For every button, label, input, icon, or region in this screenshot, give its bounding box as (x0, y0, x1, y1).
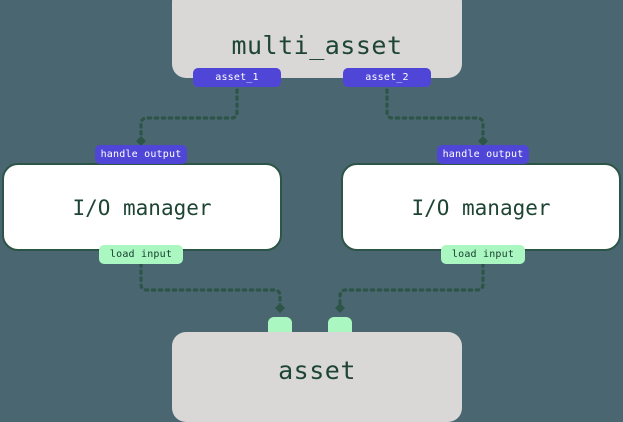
node-io-manager-left[interactable]: I/O manager (2, 163, 282, 251)
node-multi-asset[interactable]: multi_asset (172, 0, 462, 78)
edge-right-iom-to-asset-port2 (335, 262, 485, 313)
node-multi-asset-label: multi_asset (231, 31, 403, 60)
node-io-manager-right[interactable]: I/O manager (341, 163, 621, 251)
handle-output-badge-left[interactable]: handle output (95, 145, 187, 164)
load-input-badge-right-label: load input (451, 249, 515, 260)
node-io-manager-left-label: I/O manager (72, 196, 212, 220)
handle-output-badge-right[interactable]: handle output (437, 145, 529, 164)
edge-left-iom-to-asset-port1 (139, 262, 285, 313)
node-asset[interactable]: asset (172, 332, 462, 422)
edge-asset1-to-left-iom (136, 88, 239, 146)
edge-asset2-to-right-iom (385, 88, 488, 146)
load-input-badge-left-label: load input (109, 249, 173, 260)
output-badge-asset-1-label: asset_1 (215, 72, 259, 83)
handle-output-badge-left-label: handle output (100, 149, 182, 160)
output-badge-asset-2[interactable]: asset_2 (343, 68, 431, 87)
load-input-badge-right[interactable]: load input (441, 245, 525, 264)
output-badge-asset-2-label: asset_2 (365, 72, 409, 83)
load-input-badge-left[interactable]: load input (99, 245, 183, 264)
handle-output-badge-right-label: handle output (442, 149, 524, 160)
output-badge-asset-1[interactable]: asset_1 (193, 68, 281, 87)
node-io-manager-right-label: I/O manager (411, 196, 551, 220)
node-asset-label: asset (278, 356, 356, 385)
